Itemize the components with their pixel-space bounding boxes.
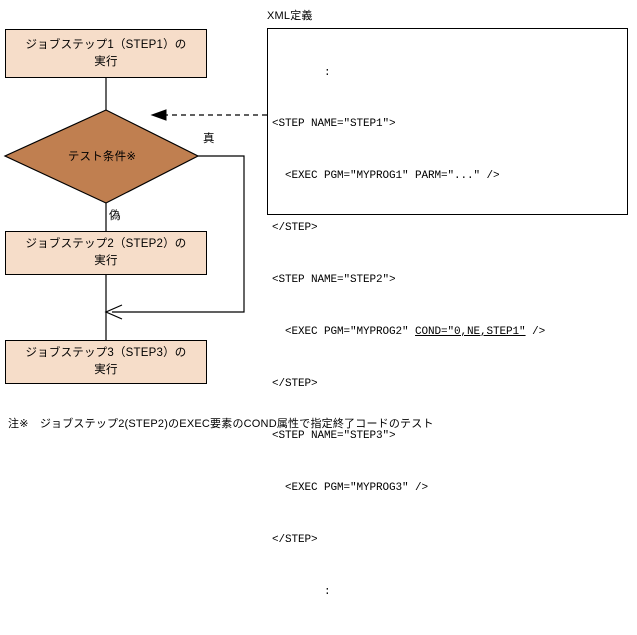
xml-code-line: <STEP NAME="STEP3"> [272,429,396,442]
process-box-step1-label: ジョブステップ1（STEP1）の 実行 [25,38,187,68]
xml-code-line-cond-suffix: /> [525,326,546,339]
flow-connectors [3,78,267,340]
xml-code-line: </STEP> [272,533,318,546]
merge-arrowhead [104,304,123,320]
xml-code-line: </STEP> [272,222,318,235]
xml-code-line: <EXEC PGM="MYPROG1" PARM="..." /> [272,170,500,183]
process-box-step3: ジョブステップ3（STEP3）の 実行 [5,340,207,384]
process-box-step2-label: ジョブステップ2（STEP2）の 実行 [25,238,187,267]
xml-code-line: <STEP NAME="STEP2"> [272,274,396,287]
xml-code-line: <EXEC PGM="MYPROG3" /> [272,481,429,494]
xml-code-line-cond-prefix: <EXEC PGM="MYPROG2" [272,326,416,339]
xml-code-line: </STEP> [272,377,318,390]
xml-code-cond-attribute: COND="0,NE,STEP1" [415,326,526,339]
xml-code-line: : [272,585,331,598]
xml-panel-box [267,28,628,215]
figure-footnote: 注※ ジョブステップ2(STEP2)のEXEC要素のCOND属性で指定終了コード… [8,418,434,430]
process-box-step2: ジョブステップ2（STEP2）の 実行 [5,231,207,275]
process-box-step3-label: ジョブステップ3（STEP3）の 実行 [25,347,187,376]
process-box-step1: ジョブステップ1（STEP1）の 実行 [5,29,207,78]
branch-label-true: 真 [203,133,215,145]
xml-reference-arrowhead [150,109,167,121]
connector-test-true-branch [112,155,245,313]
xml-code-line: <STEP NAME="STEP1"> [272,118,396,131]
xml-code-line-cond: <EXEC PGM="MYPROG2" COND="0,NE,STEP1" /> [272,324,626,341]
xml-code-line: : [272,66,331,79]
decision-label: テスト条件※ [67,151,137,163]
branch-label-false: 偽 [109,210,121,222]
xml-panel-code: : <STEP NAME="STEP1"> <EXEC PGM="MYPROG1… [272,30,626,635]
xml-panel-title: XML定義 [267,10,313,22]
figure-canvas: ジョブステップ1（STEP1）の 実行 テスト条件※ 真 偽 ジョブステップ2（… [3,10,628,598]
